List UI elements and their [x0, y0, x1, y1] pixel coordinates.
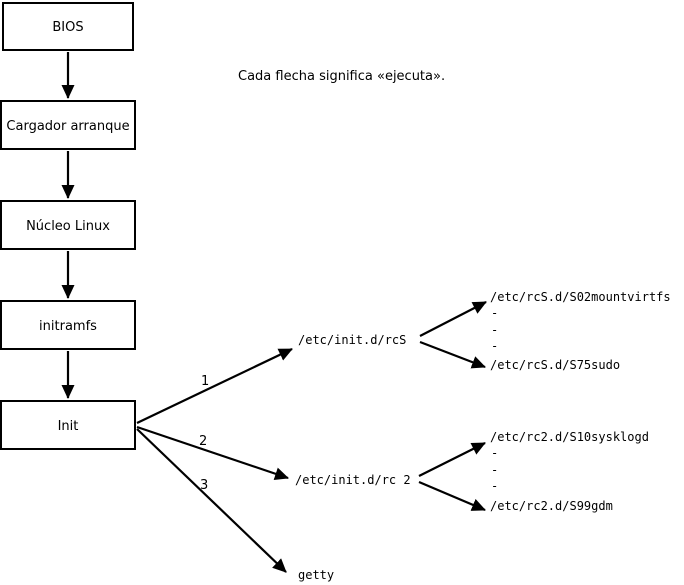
box-init: Init	[0, 400, 136, 450]
box-kernel-label: Núcleo Linux	[26, 219, 110, 234]
box-bootloader-label: Cargador arranque	[6, 119, 129, 134]
rc2-ellipsis-1: -	[491, 446, 498, 460]
branch-number-1: 1	[201, 374, 209, 389]
box-bootloader-rect	[0, 100, 136, 150]
box-bootloader: Cargador arranque	[0, 100, 136, 150]
box-bios: BIOS	[2, 2, 134, 51]
rc2-ellipsis-2: -	[491, 463, 498, 477]
branch-number-3: 3	[200, 478, 208, 493]
branch-number-2: 2	[199, 434, 207, 449]
arrow-rc2-to-last-script	[418, 480, 486, 512]
arrow-init-to-rcs	[136, 348, 293, 424]
rc2-ellipsis-3: -	[491, 479, 498, 493]
box-init-rect	[0, 400, 136, 450]
branch-target-rc2: /etc/init.d/rc 2	[295, 473, 411, 487]
branch-target-getty: getty	[298, 568, 334, 582]
box-init-label: Init	[58, 419, 79, 434]
arrow-rcs-to-last-script	[419, 340, 486, 369]
box-bios-rect	[2, 2, 134, 51]
rcs-script-first: /etc/rcS.d/S02mountvirtfs	[490, 290, 671, 304]
arrow-init-to-getty	[136, 428, 287, 573]
rcs-ellipsis-1: -	[491, 306, 498, 320]
rc2-script-first: /etc/rc2.d/S10sysklogd	[490, 430, 649, 444]
box-kernel: Núcleo Linux	[0, 200, 136, 250]
rc2-script-last: /etc/rc2.d/S99gdm	[490, 499, 613, 513]
arrow-rc2-to-first-script	[418, 442, 486, 477]
arrow-rcs-to-first-script	[419, 301, 487, 337]
rcs-ellipsis-2: -	[491, 323, 498, 337]
box-initramfs: initramfs	[0, 300, 136, 350]
branch-target-rcs: /etc/init.d/rcS	[298, 333, 406, 347]
arrow-meaning-note: Cada flecha significa «ejecuta».	[238, 69, 445, 84]
rcs-script-last: /etc/rcS.d/S75sudo	[490, 358, 620, 372]
rcs-ellipsis-3: -	[491, 339, 498, 353]
box-kernel-rect	[0, 200, 136, 250]
arrow-init-to-rc2	[136, 425, 289, 480]
box-bios-label: BIOS	[52, 20, 83, 35]
box-initramfs-rect	[0, 300, 136, 350]
box-initramfs-label: initramfs	[39, 319, 97, 334]
